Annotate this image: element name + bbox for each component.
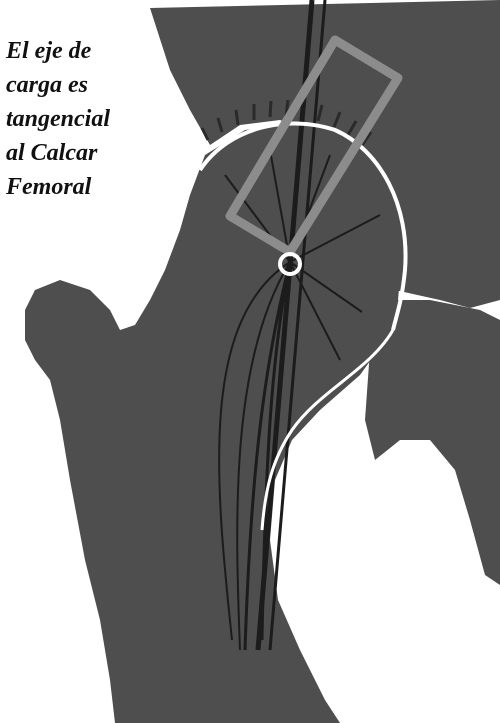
diagram-caption: El eje de carga es tangencial al Calcar … [6,34,110,204]
caption-line-2: carga es [6,68,110,102]
caption-line-1: El eje de [6,34,110,68]
caption-line-4: al Calcar [6,136,110,170]
caption-line-5: Femoral [6,170,110,204]
femur-silhouette [25,122,402,723]
caption-line-3: tangencial [6,102,110,136]
